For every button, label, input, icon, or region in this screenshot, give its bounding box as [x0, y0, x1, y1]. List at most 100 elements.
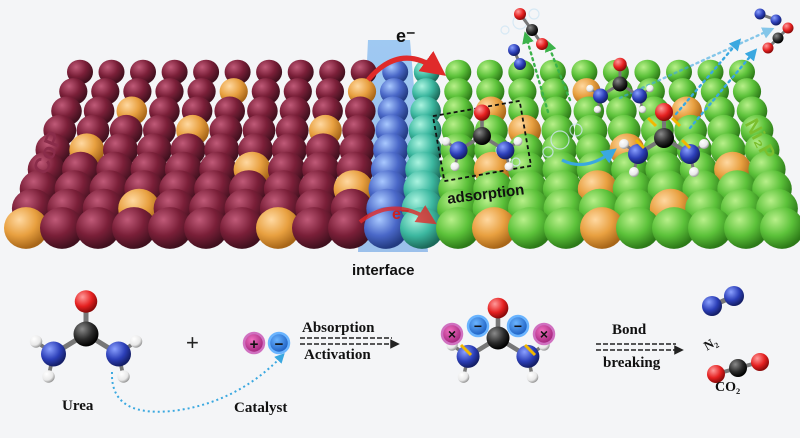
- nitrogen-atom: [514, 58, 526, 70]
- oxygen-atom: [762, 42, 774, 54]
- lattice-atom: [256, 207, 300, 249]
- absorption-activation-arrow: [300, 337, 400, 349]
- oxygen-atom: [707, 365, 725, 383]
- co2-label: CO₂: [715, 380, 741, 395]
- carbon-atom: [612, 76, 628, 92]
- activated-urea-molecule: ×−−×: [440, 297, 556, 383]
- lattice-atom: [4, 207, 48, 249]
- hydrogen-atom: [526, 371, 539, 383]
- nitrogen-atom: [508, 44, 520, 56]
- released-gases: [508, 8, 794, 70]
- nitrogen-atom: [516, 344, 540, 368]
- oxygen-atom: [655, 103, 673, 121]
- carbon-atom: [73, 321, 99, 347]
- carbon-atom: [729, 359, 747, 377]
- lattice-atom: [40, 207, 84, 249]
- hydrogen-atom: [457, 371, 470, 383]
- hydrogen-atom: [441, 136, 451, 146]
- lattice-atom: [634, 59, 661, 85]
- surface-molecules: [441, 8, 794, 177]
- catalyst-label: Catalyst: [234, 400, 288, 416]
- lattice-atom: [364, 207, 408, 249]
- urea-molecule-surface: [586, 57, 654, 114]
- nitrogen-atom: [680, 144, 700, 164]
- charge-site-icon: [466, 314, 490, 338]
- lattice-atom: [688, 207, 732, 249]
- nitrogen-atom: [702, 296, 722, 316]
- charge-site-icon: [532, 322, 556, 346]
- lattice-atom: [508, 207, 552, 249]
- hydrogen-atom: [586, 84, 594, 93]
- bond-stretch-mark: [634, 138, 646, 150]
- plus-sign: +: [186, 330, 199, 355]
- lattice-atom: [580, 207, 624, 249]
- electron-arrow-bottom: [358, 205, 437, 225]
- electron-label-bottom: e⁻: [392, 206, 410, 223]
- lattice-atom: [436, 207, 480, 249]
- bond-breaking-arrow: [596, 343, 684, 355]
- bond-stretch-mark: [670, 116, 682, 128]
- lattice-atom: [760, 207, 800, 249]
- urea-molecule: [29, 290, 143, 383]
- lattice-atom: [287, 59, 314, 85]
- lattice-atom: [476, 59, 503, 85]
- urea-molecule-activated: [619, 103, 709, 177]
- nitrogen-atom: [41, 341, 66, 367]
- positive-sign: +: [250, 336, 259, 353]
- oxygen-atom: [751, 353, 769, 371]
- lattice-atom: [544, 207, 588, 249]
- hydrogen-atom: [129, 335, 143, 348]
- hydrogen-atom: [689, 167, 699, 177]
- carbon-atom: [473, 127, 491, 145]
- negative-sign: −: [275, 336, 284, 353]
- interface-label: interface: [352, 262, 415, 279]
- nitrogen-atom: [628, 144, 648, 164]
- lattice-atom: [472, 207, 516, 249]
- absorption-label: Absorption: [302, 320, 375, 336]
- product-release-arrows: [522, 27, 775, 130]
- hydrogen-atom: [504, 162, 514, 172]
- reaction-scheme: ×−−×: [29, 286, 769, 383]
- bond-stretch-mark: [680, 138, 692, 150]
- charge-site-sign: ×: [448, 326, 456, 342]
- carbon-atom: [486, 326, 510, 350]
- lattice-atom: [445, 59, 472, 85]
- carbon-atom: [526, 24, 538, 36]
- hydrogen-atom: [42, 370, 55, 383]
- lattice-atom: [112, 207, 156, 249]
- oxygen-atom: [487, 297, 509, 319]
- hydrogen-atom: [629, 167, 639, 177]
- nitrogen-atom: [593, 88, 608, 104]
- lattice-atom: [224, 59, 251, 85]
- oxygen-atom: [613, 57, 627, 72]
- oxygen-atom: [782, 22, 794, 34]
- oxygen-atom: [536, 38, 548, 50]
- n2-molecule: [702, 286, 744, 316]
- charge-site-sign: ×: [540, 326, 548, 342]
- lattice-atom: [161, 59, 188, 85]
- nitrogen-atom: [724, 286, 744, 306]
- lattice-atom: [697, 59, 724, 85]
- carbon-atom: [654, 128, 674, 148]
- negative-ion-icon: [267, 331, 291, 355]
- urea-molecule-adsorbed: [441, 104, 523, 172]
- oxygen-atom: [74, 290, 98, 313]
- nitrogen-atom: [632, 88, 647, 104]
- co2-molecule: [707, 353, 769, 383]
- lattice-atom: [652, 207, 696, 249]
- lattice-atom: [148, 207, 192, 249]
- lattice-atom: [76, 207, 120, 249]
- electron-arrow-top: [366, 51, 447, 82]
- bond-label: Bond: [612, 322, 647, 338]
- lattice-atom: [724, 207, 768, 249]
- lattice-atom: [729, 59, 755, 85]
- catalyst-surface: [4, 59, 800, 249]
- lattice-atom: [539, 59, 566, 85]
- hydrogen-atom: [29, 335, 43, 348]
- lattice-atom: [220, 207, 264, 249]
- nitrogen-atom: [770, 14, 782, 26]
- hydrogen-atom: [593, 105, 602, 114]
- hydrogen-atom: [619, 139, 629, 149]
- bond-stretch-mark: [646, 116, 658, 128]
